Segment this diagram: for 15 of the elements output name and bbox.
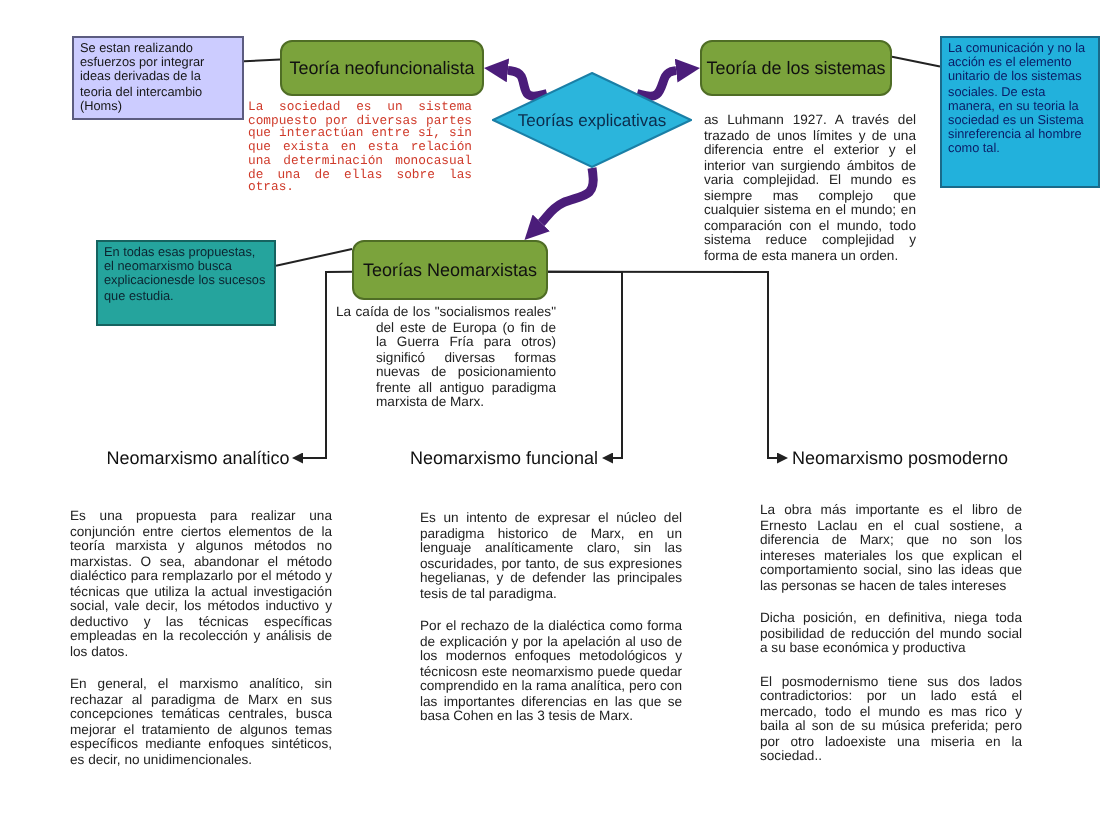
topic-box: Teorías Neomarxistas (352, 240, 548, 300)
section-heading: Neomarxismo analítico (104, 446, 292, 470)
topic-box: Teoría neofuncionalista (280, 40, 484, 96)
node-label: Teorías explicativas (515, 110, 669, 130)
leader-line (275, 248, 353, 267)
section-heading: Neomarxismo posmoderno (788, 446, 1012, 470)
leader-line (243, 58, 281, 63)
topic-box: Teoría de los sistemas (700, 40, 892, 96)
curved-arrow (484, 58, 549, 101)
connector-arrow (547, 270, 788, 464)
curved-arrow (524, 167, 598, 240)
leader-line (891, 55, 941, 68)
curved-arrow (635, 58, 700, 101)
section-heading: Neomarxismo funcional (406, 446, 602, 470)
connector-arrow (292, 270, 353, 464)
